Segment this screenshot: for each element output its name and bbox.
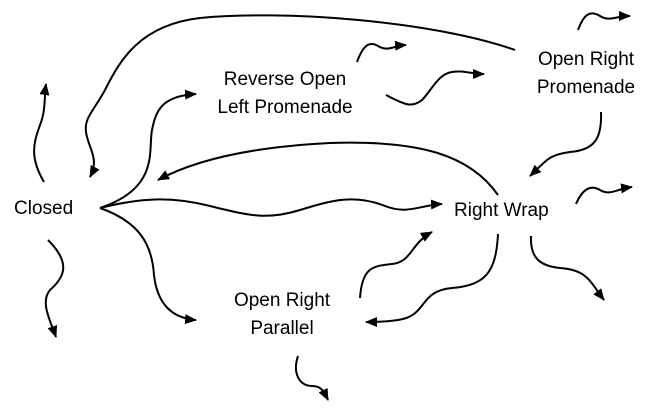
node-right-wrap-line-1: Right Wrap: [454, 200, 549, 221]
edge-right-wrap-to-open-right-parallel: [365, 233, 499, 327]
node-open-right-promenade: Open Right Promenade: [524, 46, 648, 102]
edge-closed-exit-up: [33, 83, 50, 183]
node-open-right-parallel: Open Right Parallel: [222, 287, 342, 343]
edge-open-right-promenade-to-closed: [84, 14, 516, 178]
edge-closed-to-right-wrap: [99, 198, 443, 217]
node-reverse-open-left-promenade-line-2: Left Promenade: [217, 97, 353, 118]
edge-closed-exit-down: [44, 239, 65, 338]
node-open-right-parallel-line-1: Open Right: [233, 290, 331, 311]
edge-open-right-parallel-exit: [294, 355, 329, 401]
node-open-right-promenade-line-2: Promenade: [536, 77, 636, 98]
edge-open-right-promenade-to-right-wrap: [529, 111, 603, 177]
edge-open-right-promenade-exit: [577, 11, 631, 31]
node-open-right-promenade-line-1: Open Right: [537, 49, 635, 70]
node-closed: Closed: [14, 195, 73, 223]
node-open-right-parallel-line-2: Parallel: [250, 318, 314, 339]
edge-reverse-open-left-promenade-to-open-right-promenade: [385, 68, 485, 106]
edge-reverse-open-left-promenade-exit: [356, 40, 407, 63]
edge-right-wrap-exit-right: [575, 183, 633, 205]
edge-open-right-parallel-to-right-wrap: [359, 231, 433, 299]
node-reverse-open-left-promenade: Reverse Open Left Promenade: [205, 66, 365, 122]
edge-closed-to-open-right-parallel: [99, 207, 197, 325]
edge-closed-to-reverse-open-left-promenade: [99, 89, 197, 209]
edge-right-wrap-exit-down: [529, 235, 605, 301]
node-closed-line-1: Closed: [14, 198, 74, 219]
edge-right-wrap-to-closed: [157, 141, 499, 196]
node-right-wrap: Right Wrap: [454, 197, 549, 225]
node-reverse-open-left-promenade-line-1: Reverse Open: [223, 69, 347, 90]
